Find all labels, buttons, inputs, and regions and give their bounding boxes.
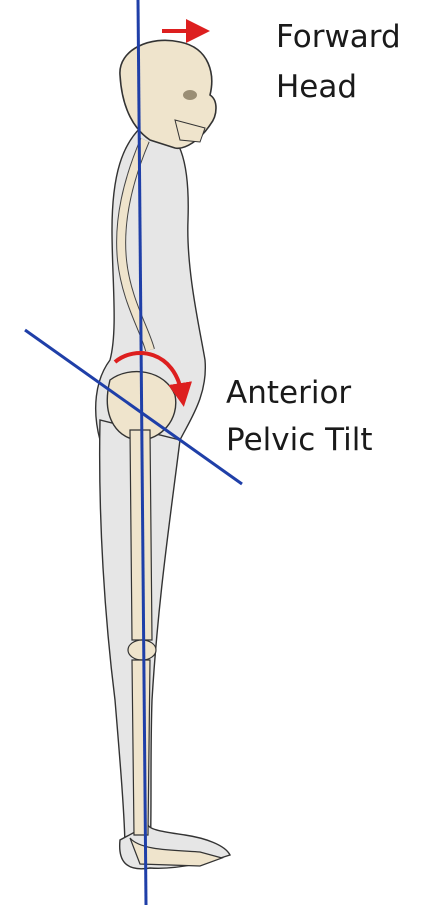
forward-head-label-line1: Forward [276,18,401,56]
pelvic-tilt-label-line2: Pelvic Tilt [226,421,373,459]
body-silhouette [96,120,230,869]
forward-head-label-line2: Head [276,68,357,106]
skull [120,40,216,148]
pelvic-tilt-label-line1: Anterior [226,374,351,412]
